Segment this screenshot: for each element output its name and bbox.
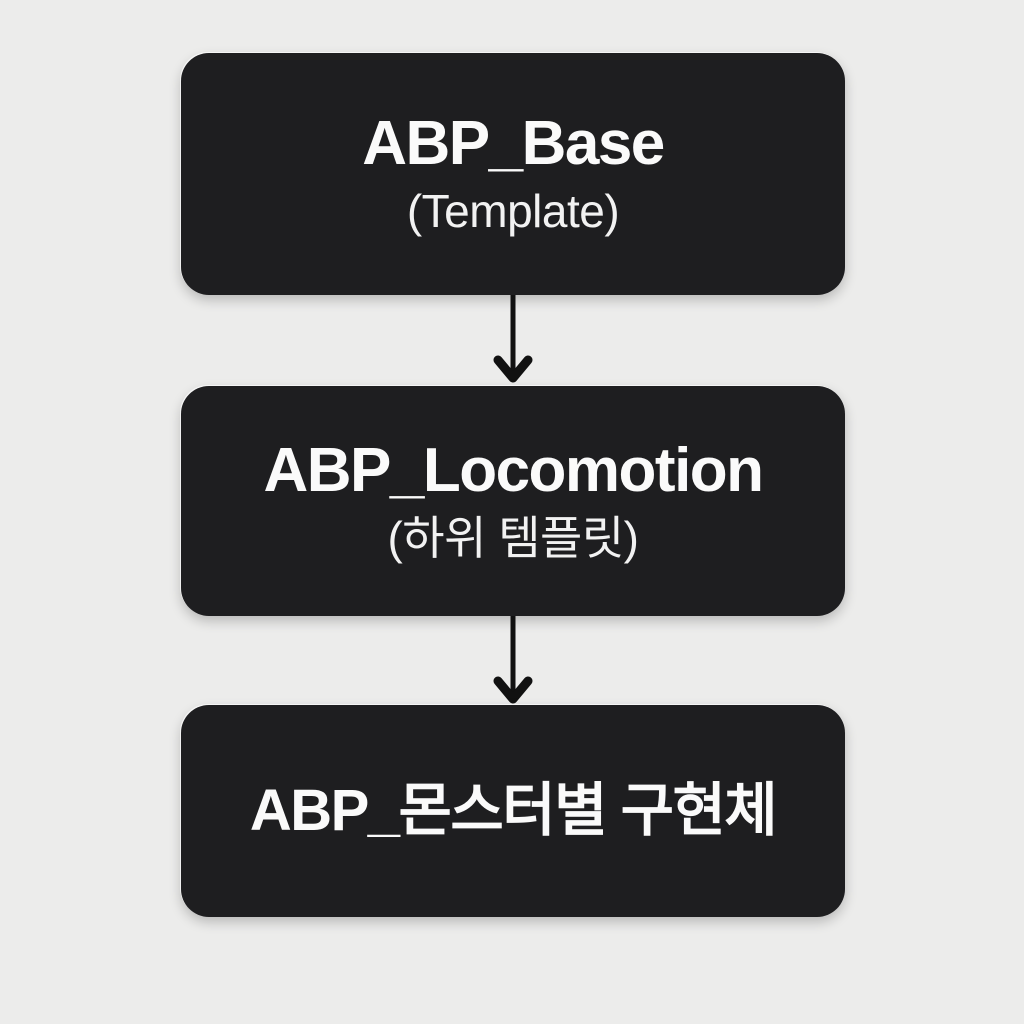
node-abp-monster-impl: ABP_몬스터별 구현체 bbox=[181, 705, 845, 917]
arrow-down-icon bbox=[484, 616, 542, 704]
node-title: ABP_Locomotion bbox=[263, 436, 764, 506]
node-subtitle: (Template) bbox=[406, 185, 620, 238]
node-abp-base: ABP_Base (Template) bbox=[181, 53, 845, 295]
arrow-down-icon bbox=[484, 295, 542, 383]
node-subtitle: (하위 템플릿) bbox=[387, 512, 639, 565]
node-abp-locomotion: ABP_Locomotion (하위 템플릿) bbox=[181, 386, 845, 616]
node-title: ABP_몬스터별 구현체 bbox=[249, 777, 778, 843]
node-title: ABP_Base bbox=[362, 109, 665, 179]
